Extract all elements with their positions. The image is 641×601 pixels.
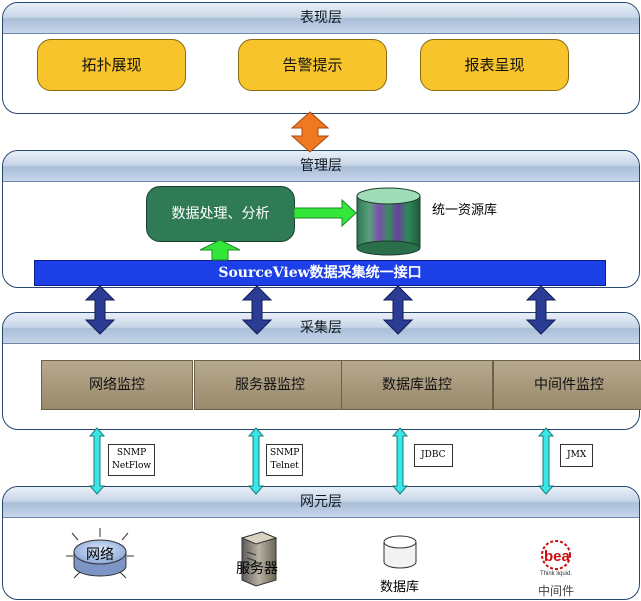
protocol-line1: JDBC [421, 450, 446, 460]
repository-label: 统一资源库 [432, 203, 498, 218]
green-arrow-up [199, 239, 241, 261]
network-label: 网络 [86, 547, 114, 563]
protocol-line1: JMX [567, 450, 587, 460]
database-monitor-box[interactable]: 数据库监控 [341, 360, 493, 410]
server-monitor-box[interactable]: 服务器监控 [194, 360, 346, 410]
protocol-line2: NetFlow [112, 461, 152, 471]
collection-layer-title: 采集层 [3, 313, 639, 344]
cyan-double-arrows [88, 427, 555, 495]
orange-double-arrow [290, 111, 330, 153]
network-monitor-box[interactable]: 网络监控 [41, 360, 193, 410]
green-arrow-right [293, 198, 357, 228]
presentation-layer-title: 表现层 [3, 3, 639, 34]
server-label: 服务器 [236, 561, 278, 577]
server-icon [240, 531, 278, 587]
database-label: 数据库 [380, 580, 420, 595]
navy-double-arrows [84, 285, 557, 335]
protocol-label-server: SNMP Telnet [266, 444, 304, 476]
protocol-line2: Telnet [270, 461, 299, 471]
topology-view-box[interactable]: 拓扑展现 [37, 39, 186, 91]
bea-logo-icon: bea Think liquid. [540, 540, 572, 577]
report-view-box[interactable]: 报表呈现 [420, 39, 569, 91]
data-processing-box[interactable]: 数据处理、分析 [146, 186, 295, 242]
interface-bar[interactable]: SourceView数据采集统一接口 [34, 260, 606, 286]
repository-cylinder-icon [356, 187, 421, 256]
bea-logo-text: bea [544, 548, 571, 565]
protocol-line1: SNMP [116, 448, 147, 458]
protocol-line1: SNMP [270, 448, 300, 458]
bea-tagline: Think liquid. [540, 571, 572, 577]
protocol-label-database: JDBC [414, 444, 453, 467]
middleware-label: 中间件 [538, 584, 575, 598]
database-icon [383, 535, 417, 569]
network-element-layer-title: 网元层 [3, 487, 639, 518]
network-router-icon [66, 528, 134, 579]
management-layer-title: 管理层 [3, 151, 639, 182]
middleware-monitor-box[interactable]: 中间件监控 [493, 360, 641, 410]
protocol-label-network: SNMP NetFlow [108, 444, 156, 476]
alarm-prompt-box[interactable]: 告警提示 [238, 39, 387, 91]
protocol-label-middleware: JMX [560, 444, 594, 467]
